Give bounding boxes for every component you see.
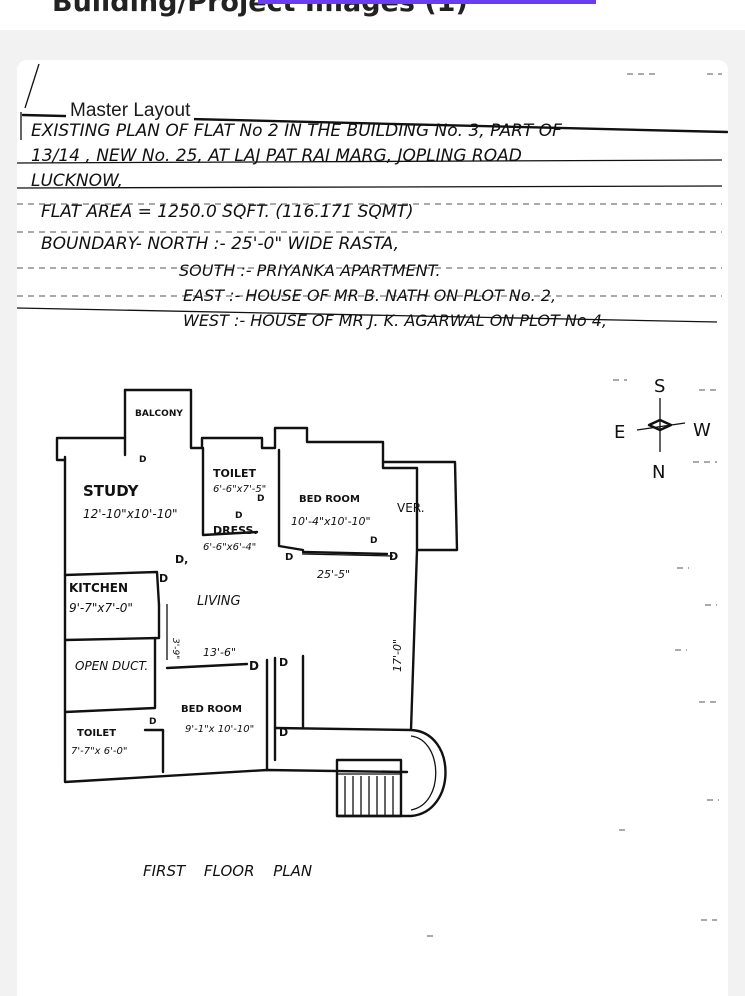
header-line-8: WEST :- HOUSE OF MR J. K. AGARWAL ON PLO… <box>183 311 607 330</box>
door-mark-8: D <box>249 659 259 673</box>
header-line-5: BOUNDARY- NORTH :- 25'-0" WIDE RASTA, <box>41 234 399 254</box>
wall-kitchen-bottom <box>63 603 161 642</box>
label-toilet2: TOILET <box>77 728 116 739</box>
door-mark-4: D, <box>175 553 188 566</box>
wall-living-south <box>165 662 249 670</box>
door-mark-7: D <box>389 550 398 563</box>
label-verandah: VER. <box>397 501 425 515</box>
compass-w: W <box>693 420 711 441</box>
door-mark-5: D <box>159 572 168 585</box>
dim-living-width: 13'-6" <box>203 646 236 659</box>
wall-toilet2-door <box>143 728 165 774</box>
wall-curved-inner <box>410 735 437 811</box>
corner-mark <box>24 63 40 109</box>
image-caption: Master Layout <box>66 100 195 122</box>
header-line-2: 13/14 , NEW No. 25, AT LAJ PAT RAI MARG,… <box>31 146 522 166</box>
door-mark-12: D <box>139 455 146 465</box>
dim-kitchen-side: 3'-9" <box>170 638 180 659</box>
label-kitchen-size: 9'-7"x7'-0" <box>69 601 133 615</box>
door-mark-2: D <box>235 511 242 521</box>
dim-verandah-height: 17'-0" <box>391 639 404 672</box>
image-viewer[interactable]: EXISTING PLAN OF FLAT No 2 IN THE BUILDI… <box>17 60 728 996</box>
header-line-4: FLAT AREA = 1250.0 SQFT. (116.171 SQMT) <box>41 202 414 222</box>
dim-verandah-width-line <box>301 553 394 557</box>
wall-bedroom2-east <box>265 656 277 772</box>
label-toilet1-size: 6'-6"x7'-5" <box>213 484 266 495</box>
scan-noise <box>427 73 722 937</box>
compass: S E W N <box>614 376 711 483</box>
label-toilet2-size: 7'-7"x 6'-0" <box>71 746 127 757</box>
label-dress: DRESS. <box>213 524 258 537</box>
label-open-duct: OPEN DUCT. <box>75 659 148 673</box>
stair-frame <box>335 758 403 818</box>
floor-plan-drawing: EXISTING PLAN OF FLAT No 2 IN THE BUILDI… <box>17 63 728 937</box>
header-rule-8 <box>17 307 718 323</box>
door-mark-3: D <box>285 552 293 563</box>
wall-verandah-inner <box>381 460 419 552</box>
dim-verandah-width: 25'-5" <box>317 568 350 581</box>
stair-balusters <box>344 776 394 816</box>
stair-railing <box>335 758 403 818</box>
label-bedroom1: BED ROOM <box>299 494 360 505</box>
header-rule-2 <box>17 159 723 164</box>
header-line-6: SOUTH :- PRIYANKA APARTMENT. <box>179 261 441 280</box>
label-bedroom1-size: 10'-4"x10'-10" <box>291 515 371 528</box>
door-mark-6: D <box>370 536 377 546</box>
door-mark-1: D <box>257 494 264 504</box>
compass-e: E <box>614 422 625 443</box>
page-title: Building/Project Images (1) <box>52 0 468 18</box>
door-mark-11: D <box>279 726 288 739</box>
label-living: LIVING <box>197 594 241 609</box>
label-study-size: 12'-10"x10'-10" <box>83 507 177 521</box>
header-rule-3 <box>17 185 723 189</box>
label-dress-size: 6'-6"x6'-4" <box>203 542 256 553</box>
compass-cross <box>636 398 686 452</box>
header-line-7: EAST :- HOUSE OF MR B. NATH ON PLOT No. … <box>183 286 556 305</box>
wall-bedroom1-south <box>301 550 389 556</box>
wall-study-top <box>55 436 127 462</box>
label-bedroom2: BED ROOM <box>181 704 242 715</box>
label-toilet1: TOILET <box>213 467 256 480</box>
compass-s: S <box>654 376 665 397</box>
header-line-1: EXISTING PLAN OF FLAT No 2 IN THE BUILDI… <box>31 121 562 141</box>
label-study: STUDY <box>83 482 140 500</box>
wall-bedroom1-west <box>277 448 305 552</box>
header-line-3: LUCKNOW, <box>31 171 123 191</box>
door-mark-9: D <box>279 656 288 669</box>
wall-outer-north-east <box>123 388 459 732</box>
top-bar: Building/Project Images (1) <box>0 0 745 30</box>
compass-n: N <box>652 462 665 483</box>
active-tab-indicator <box>258 0 596 4</box>
door-mark-10: D <box>149 717 156 727</box>
wall-duct-bottom <box>63 636 157 714</box>
wall-toilet1 <box>201 446 259 537</box>
wall-kitchen-top <box>63 570 161 607</box>
wall-curved-balcony <box>273 726 447 818</box>
label-bedroom2-size: 9'-1"x 10'-10" <box>185 724 254 735</box>
plan-title: FIRST FLOOR PLAN <box>143 862 312 880</box>
label-kitchen: KITCHEN <box>69 581 128 595</box>
compass-star <box>647 418 673 432</box>
label-balcony: BALCONY <box>135 409 183 419</box>
